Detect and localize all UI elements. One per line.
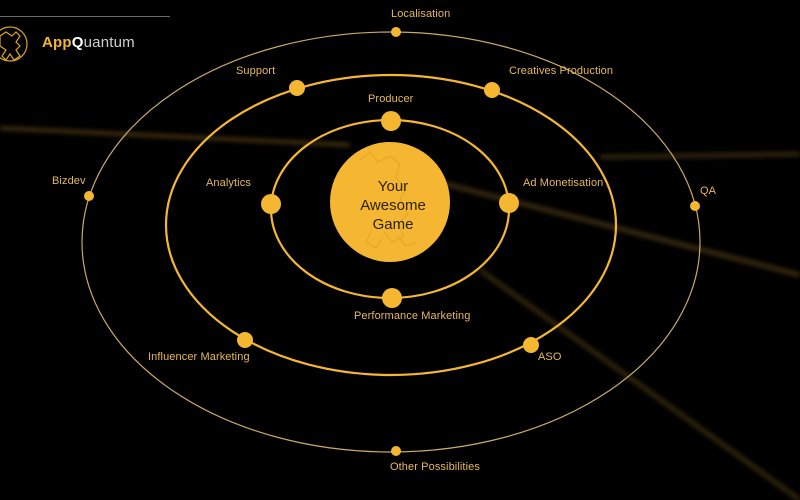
node-analytics[interactable] bbox=[261, 194, 281, 214]
label-performance-marketing: Performance Marketing bbox=[354, 310, 471, 322]
node-influencer-marketing[interactable] bbox=[237, 332, 253, 348]
center-line-1: Your bbox=[377, 178, 409, 195]
label-aso: ASO bbox=[538, 351, 562, 363]
label-bizdev: Bizdev bbox=[52, 175, 86, 187]
brand-name-q: Q bbox=[71, 34, 84, 51]
rearing-horse-icon bbox=[0, 26, 28, 62]
node-localisation[interactable] bbox=[391, 27, 401, 37]
label-producer: Producer bbox=[368, 93, 414, 105]
node-aso[interactable] bbox=[523, 337, 539, 353]
label-influencer-marketing: Influencer Marketing bbox=[148, 351, 250, 363]
label-other-possibilities: Other Possibilities bbox=[390, 461, 480, 473]
brand-name-app: App bbox=[42, 34, 72, 51]
label-ad-monetisation: Ad Monetisation bbox=[523, 177, 604, 189]
brand-name-rest: uantum bbox=[83, 34, 135, 51]
center-planet bbox=[330, 142, 450, 262]
center-line-2: Awesome bbox=[360, 197, 426, 214]
node-qa[interactable] bbox=[690, 201, 700, 211]
node-ad-monetisation[interactable] bbox=[499, 193, 519, 213]
center-horse-watermark-icon bbox=[359, 151, 417, 249]
node-other-possibilities[interactable] bbox=[391, 446, 401, 456]
label-qa: QA bbox=[700, 185, 717, 197]
node-performance-marketing[interactable] bbox=[382, 288, 402, 308]
label-localisation: Localisation bbox=[391, 8, 451, 20]
brand-name: AppQuantum bbox=[42, 34, 135, 51]
logo-divider bbox=[0, 16, 170, 17]
node-support[interactable] bbox=[289, 80, 305, 96]
node-producer[interactable] bbox=[381, 111, 401, 131]
node-bizdev[interactable] bbox=[84, 191, 94, 201]
brand-logo: AppQuantum bbox=[0, 0, 200, 70]
label-analytics: Analytics bbox=[206, 177, 251, 189]
middle-orbit-ring bbox=[164, 73, 618, 377]
center-planet-label: Your Awesome Game bbox=[330, 177, 456, 234]
node-creatives-production[interactable] bbox=[484, 82, 500, 98]
center-line-3: Game bbox=[372, 216, 414, 233]
label-creatives-production: Creatives Production bbox=[509, 65, 614, 77]
label-support: Support bbox=[236, 65, 276, 77]
